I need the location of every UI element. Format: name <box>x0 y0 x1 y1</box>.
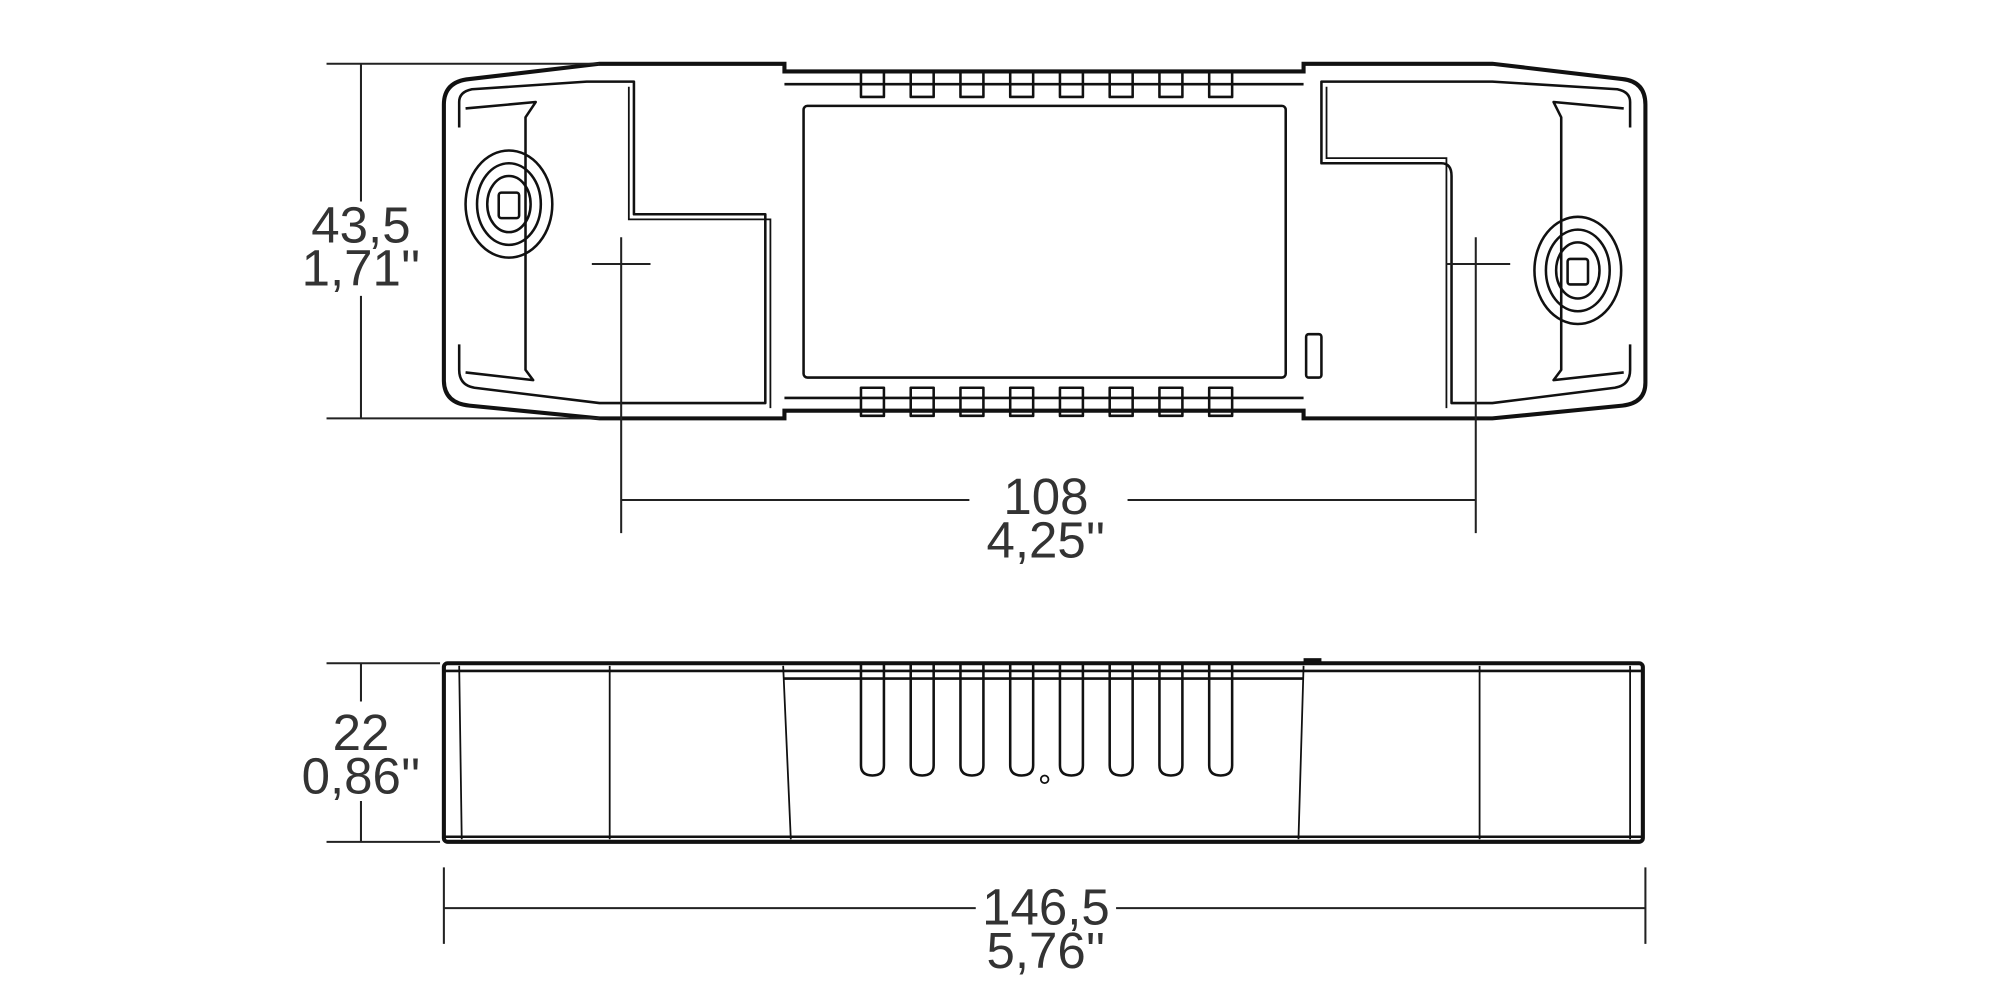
vent-slot <box>1108 70 1134 99</box>
vent-slot <box>1158 663 1184 777</box>
hole-center-mark-left <box>591 237 651 534</box>
vent-slot <box>1058 70 1085 99</box>
vent-slot <box>1058 663 1085 777</box>
hole-center-mark-right <box>1446 237 1511 534</box>
label-area <box>802 104 1287 379</box>
vent-slot <box>1158 386 1184 418</box>
side-view-section-lines <box>458 665 1631 840</box>
dimension-hole-spacing: 108 4,25'' <box>621 468 1476 568</box>
top-view-outline <box>441 61 1648 421</box>
dimension-value-mm: 108 <box>1003 468 1088 525</box>
vent-slot <box>1207 70 1234 99</box>
side-view <box>441 658 1645 844</box>
dimension-value-mm: 146,5 <box>982 879 1110 936</box>
vent-slot <box>959 386 985 418</box>
mounting-hole-left <box>464 149 554 259</box>
dimension-value-in: 1,71'' <box>302 240 421 297</box>
vent-slot <box>1158 70 1184 99</box>
dimension-value-in: 5,76'' <box>987 922 1106 979</box>
indicator-slot <box>1304 332 1323 379</box>
left-end-cap <box>457 80 767 405</box>
vent-slot <box>909 386 935 418</box>
dimension-value-mm: 43,5 <box>311 196 410 253</box>
vent-slot <box>1058 386 1085 418</box>
vent-slot <box>959 70 985 99</box>
vent-slot <box>1207 386 1234 418</box>
vent-slot <box>909 70 935 99</box>
dimension-side-height: 22 0,86'' <box>302 662 441 843</box>
vent-slot <box>859 386 886 418</box>
dimension-value-mm: 22 <box>333 704 390 761</box>
side-vent-slots <box>859 663 1234 777</box>
right-end-cap <box>1320 80 1632 405</box>
dimension-value-in: 0,86'' <box>302 747 421 804</box>
vent-slot <box>1008 70 1035 99</box>
side-view-outline <box>441 661 1645 844</box>
top-view <box>441 61 1648 534</box>
vent-slot <box>959 663 985 777</box>
vent-slot <box>1008 663 1035 777</box>
dimension-overall-length: 146,5 5,76'' <box>442 867 1647 979</box>
vent-slot <box>859 663 886 777</box>
vent-slot <box>1008 386 1035 418</box>
vent-slot <box>909 663 935 777</box>
dimension-value-in: 4,25'' <box>987 511 1106 568</box>
mounting-hole-right <box>1533 215 1623 326</box>
vent-slot <box>1108 663 1134 777</box>
vent-slot <box>1108 386 1134 418</box>
top-vent-slots <box>859 70 1234 418</box>
vent-slot <box>1207 663 1234 777</box>
dimension-top-height: 43,5 1,71'' <box>302 62 600 420</box>
vent-slot <box>859 70 886 99</box>
